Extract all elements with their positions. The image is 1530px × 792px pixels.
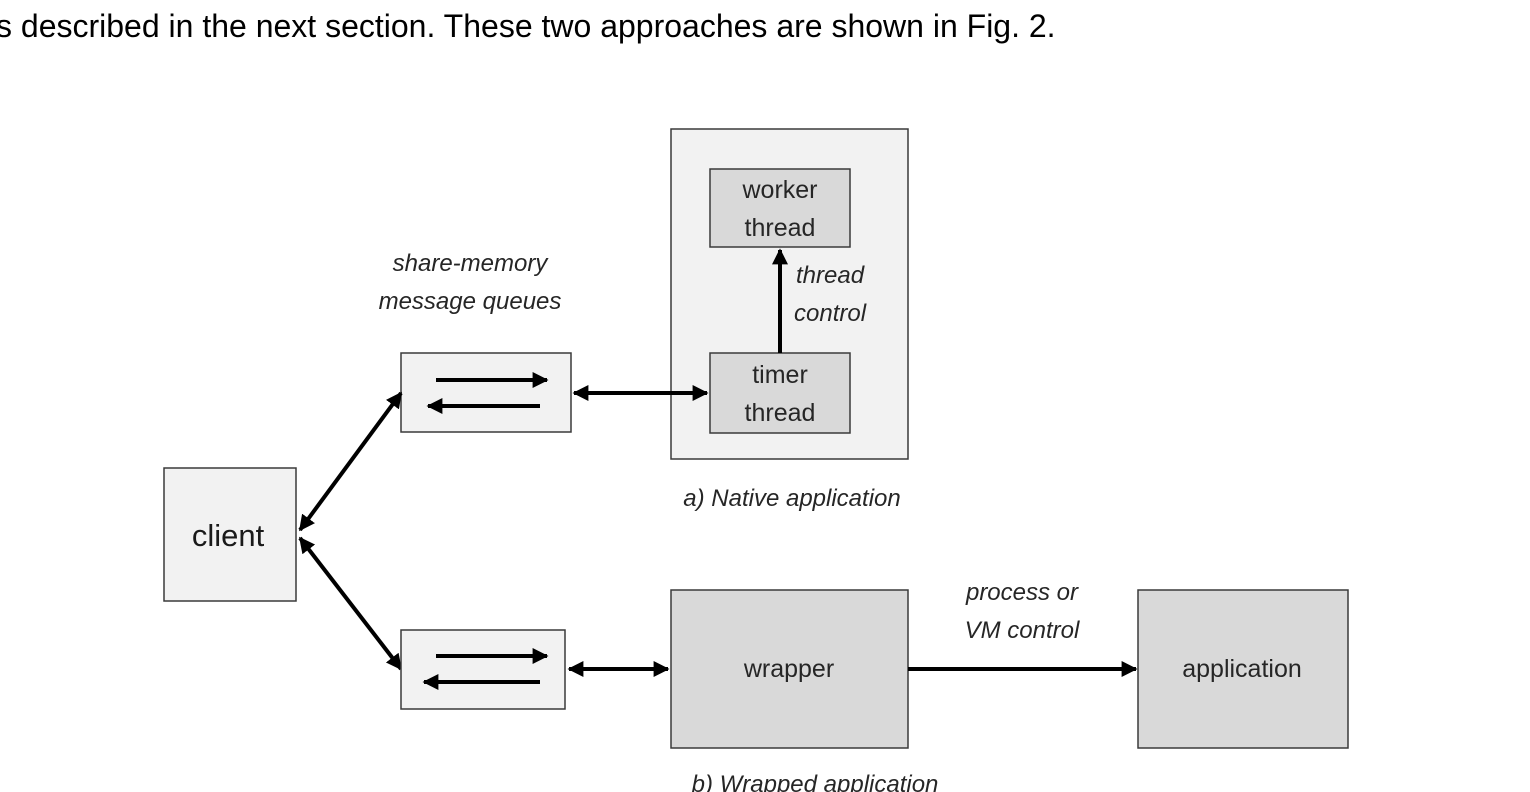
client-bottom-queue-link xyxy=(298,536,403,671)
worker-thread-label-1: worker xyxy=(741,176,817,204)
message-queue-top xyxy=(400,352,572,433)
wrapped-app-caption: b) Wrapped application xyxy=(692,771,939,792)
worker-thread-box xyxy=(709,168,851,248)
timer-thread-box xyxy=(709,352,851,434)
worker-thread-label-2: thread xyxy=(745,214,816,242)
wrapper-label: wrapper xyxy=(743,655,834,683)
client-top-queue-link xyxy=(298,391,403,532)
application-label: application xyxy=(1182,655,1302,683)
client-label: client xyxy=(192,518,265,553)
thread-control-label-2: control xyxy=(794,300,867,327)
wrapper-box xyxy=(670,589,909,749)
process-control-label-1: process or xyxy=(965,579,1079,606)
timer-thread-label-2: thread xyxy=(745,399,816,427)
message-queue-bottom xyxy=(400,629,566,710)
process-control-label-2: VM control xyxy=(965,617,1080,644)
queues-label-1: share-memory xyxy=(393,250,550,277)
intro-paragraph: s described in the next section. These t… xyxy=(0,8,1056,44)
client-box xyxy=(163,467,297,602)
queues-label-2: message queues xyxy=(379,288,562,315)
thread-control-label-1: thread xyxy=(796,262,865,289)
native-app-caption: a) Native application xyxy=(683,485,900,512)
application-box xyxy=(1137,589,1349,749)
timer-thread-label-1: timer xyxy=(752,361,808,389)
